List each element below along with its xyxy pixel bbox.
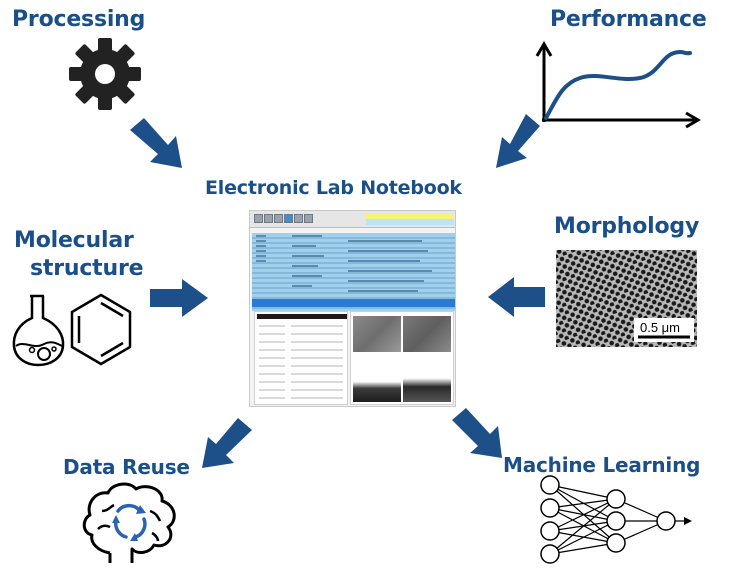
eln-form-panel [254, 311, 348, 405]
center-label: Electronic Lab Notebook [205, 177, 462, 199]
eln-selected-row [252, 299, 455, 307]
arrow-data-reuse [202, 418, 252, 468]
neural-network-icon [534, 474, 694, 566]
eln-highlight-2 [366, 219, 454, 225]
gear-icon [68, 37, 142, 111]
molecular-label-line2: structure [30, 256, 144, 281]
benzene-ring-icon [68, 292, 134, 368]
arrow-morphology [488, 277, 545, 317]
arrow-performance [496, 114, 540, 168]
eln-image-panel [350, 311, 454, 405]
machine-learning-label: Machine Learning [503, 453, 701, 477]
scale-bar-label: 0.5 μm [640, 320, 681, 335]
arrow-molecular [150, 279, 208, 317]
performance-curve-icon [532, 40, 704, 132]
arrow-machine-learning [452, 408, 502, 458]
molecular-label-line1: Molecular [14, 228, 134, 253]
eln-entry-table [252, 233, 455, 311]
performance-label: Performance [550, 7, 707, 32]
flask-icon [10, 292, 70, 368]
processing-label: Processing [12, 7, 146, 32]
arrow-processing [130, 118, 182, 168]
sem-micrograph-image: 0.5 μm [556, 250, 697, 347]
eln-screenshot-image [249, 210, 456, 407]
brain-recycle-icon [80, 481, 180, 565]
data-reuse-label: Data Reuse [63, 455, 190, 479]
morphology-label: Morphology [554, 214, 700, 239]
